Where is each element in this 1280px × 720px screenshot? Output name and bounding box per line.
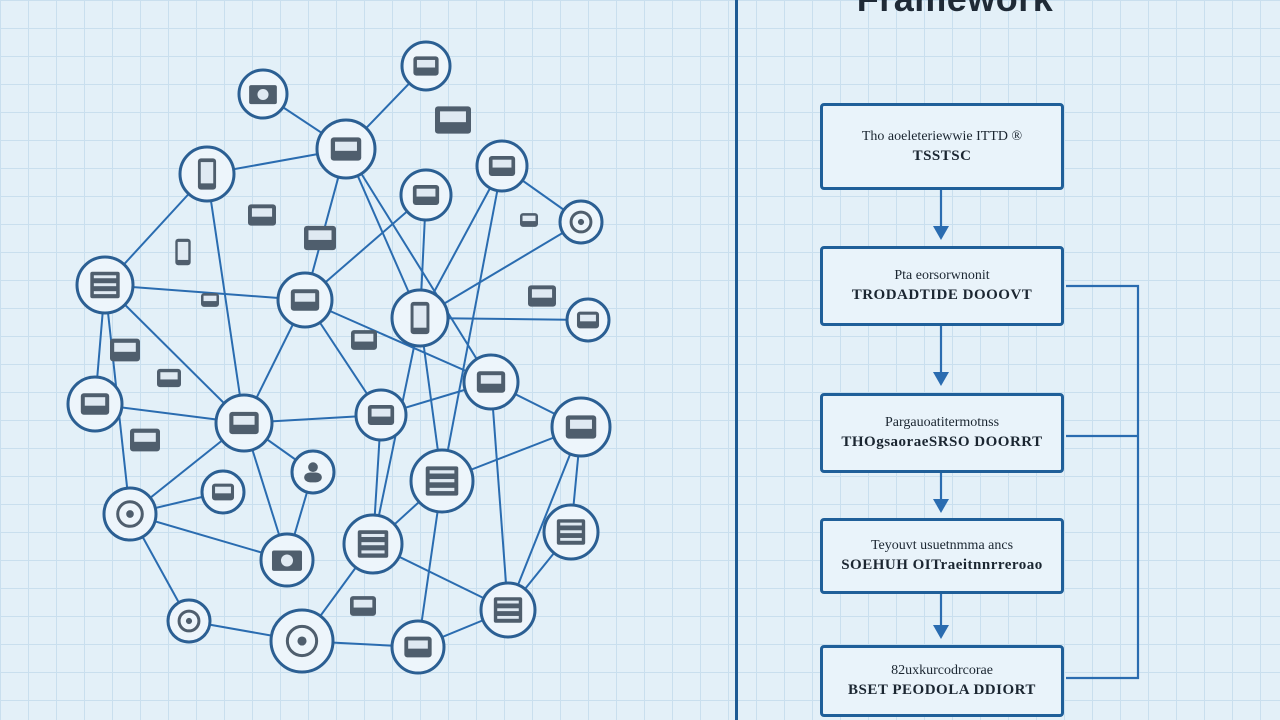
server-rack-icon	[90, 271, 120, 299]
card-icon	[304, 225, 336, 251]
flow-step-5-line1: 82uxkurcodrcorae	[891, 663, 993, 678]
flow-step-1-line1: Tho aoeleteriewwie ITTD ®	[861, 128, 1023, 144]
network-node	[558, 199, 604, 245]
network-node	[66, 375, 124, 433]
network-node	[390, 288, 450, 348]
network-node	[462, 353, 520, 411]
network-edge	[441, 165, 503, 482]
briefcase-icon	[435, 106, 471, 134]
network-node	[542, 503, 600, 561]
document-icon	[413, 56, 439, 76]
display-icon	[528, 285, 556, 307]
network-node	[315, 118, 377, 180]
network-node	[390, 619, 446, 675]
flow-step-4-line1: Teyouvt usuetnmma ancs	[870, 538, 1014, 553]
keyboard-icon	[110, 338, 140, 362]
chip-icon	[229, 411, 259, 435]
gear-icon	[576, 311, 600, 329]
camera-icon	[249, 85, 277, 105]
terminal-icon	[80, 393, 110, 415]
network-node	[276, 271, 334, 329]
network-node	[399, 168, 453, 222]
phone-icon	[197, 158, 217, 190]
user-icon	[304, 462, 322, 483]
clock-icon	[177, 609, 201, 633]
laptop-icon	[330, 137, 362, 161]
network-node	[259, 532, 315, 588]
network-edge	[490, 381, 509, 611]
pin-icon	[116, 500, 144, 528]
folder-icon	[248, 204, 276, 226]
printer-icon	[211, 483, 235, 501]
network-nodes	[66, 40, 612, 675]
phone-icon	[175, 238, 191, 266]
network-node	[214, 393, 274, 453]
fish-icon	[412, 185, 440, 205]
flow-step-1-line2: TSSTSC	[912, 147, 972, 164]
flow-step-3: Pargauoatitermotnss THOgsaoraeSRSO DOORR…	[820, 393, 1064, 473]
network-node	[479, 581, 537, 639]
network-diagram	[66, 40, 612, 675]
card-icon	[201, 293, 219, 307]
network-node	[475, 139, 529, 193]
network-node	[102, 486, 158, 542]
car-icon	[367, 405, 395, 425]
network-node	[200, 469, 246, 515]
network-node	[409, 448, 475, 514]
flow-step-2: Pta eorsorwnonit TRODADTIDE DOOOVT	[820, 246, 1064, 326]
router-icon	[425, 466, 459, 496]
framework-title: Framework	[745, 0, 1165, 20]
panel-divider	[735, 0, 738, 720]
flow-step-4-line2: SOEHUH OITraeitnnrreroao	[841, 557, 1043, 573]
flow-step-1: Tho aoeleteriewwie ITTD ® TSSTSC	[820, 103, 1064, 190]
network-node	[237, 68, 289, 120]
calendar-icon	[157, 368, 181, 388]
network-node	[166, 598, 212, 644]
network-edge	[419, 221, 582, 319]
network-node	[75, 255, 135, 315]
wrench-icon	[520, 213, 538, 227]
loose-icons	[110, 106, 556, 616]
battery-icon	[488, 156, 516, 176]
network-node	[178, 145, 236, 203]
sensor-icon	[285, 624, 319, 658]
drive-icon	[404, 636, 432, 658]
flow-step-4: Teyouvt usuetnmma ancs SOEHUH OITraeitnn…	[820, 518, 1064, 594]
flow-step-3-line2: THOgsaoraeSRSO DOORRT	[841, 434, 1043, 450]
flow-step-5: 82uxkurcodrcorae BSET PEODOLA DDIORT	[820, 645, 1064, 717]
device-icon	[476, 371, 506, 393]
bell-icon	[130, 428, 160, 452]
network-node	[290, 449, 336, 495]
building-icon	[493, 597, 523, 623]
network-node	[342, 513, 404, 575]
network-edge	[104, 284, 245, 424]
network-node	[550, 396, 612, 458]
flow-step-5-line2: BSET PEODOLA DDIORT	[848, 682, 1036, 698]
camera-icon	[271, 550, 303, 571]
lock-icon	[565, 415, 597, 439]
network-edge	[345, 148, 492, 383]
flow-step-3-line1: Pargauoatitermotnss	[884, 415, 1000, 430]
network-edge	[104, 284, 306, 301]
monitor-icon	[290, 289, 320, 311]
tablet-icon	[410, 301, 430, 335]
globe-icon	[569, 210, 593, 234]
network-edge	[304, 299, 492, 383]
box-icon	[350, 596, 376, 616]
network-edge	[507, 426, 582, 611]
network-node	[269, 608, 335, 674]
flow-step-2-line1: Pta eorsorwnonit	[894, 268, 990, 283]
list-icon	[351, 330, 377, 350]
flow-step-2-line2: TRODADTIDE DOOOVT	[851, 287, 1033, 303]
speaker-icon	[556, 519, 586, 545]
network-edge	[206, 173, 245, 424]
server-icon	[357, 530, 389, 558]
network-node	[400, 40, 452, 92]
network-node	[354, 388, 408, 442]
network-node	[565, 297, 611, 343]
